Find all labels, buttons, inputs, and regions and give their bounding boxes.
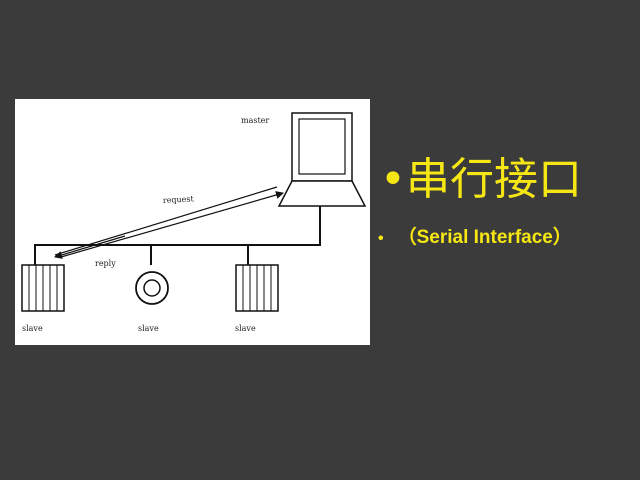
slave-disk-icon: [135, 271, 169, 305]
bullet-marker: •: [380, 154, 406, 205]
master-computer-icon: [277, 112, 367, 207]
reply-label: reply: [95, 259, 116, 268]
request-label: request: [163, 194, 195, 205]
request-arrow: [54, 186, 284, 258]
serial-bus-diagram: master request reply slave: [15, 99, 370, 345]
slide-subtitle: （Serial Interface）: [397, 227, 572, 248]
slave-rack-icon: [21, 264, 65, 312]
slide-title: 串行接口: [405, 154, 582, 205]
slave-middle-label: slave: [138, 324, 159, 333]
slave-rack-icon-2: [235, 264, 279, 312]
slave-left-label: slave: [22, 324, 43, 333]
bullet-marker: •: [378, 230, 384, 247]
bus-lines: [34, 206, 321, 265]
slave-right-label: slave: [235, 324, 256, 333]
subtitle-bullet: • （Serial Interface）: [378, 228, 572, 247]
title-bullet: •串行接口: [380, 158, 582, 202]
master-label: master: [241, 116, 269, 125]
reply-arrow: [54, 235, 126, 259]
diagram-svg: master request reply slave: [21, 112, 367, 333]
